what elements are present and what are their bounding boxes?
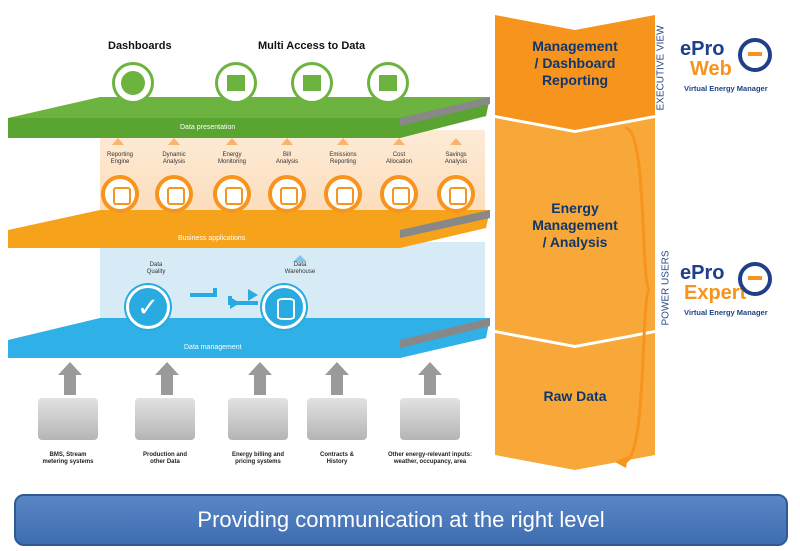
data-access-icon-2 (291, 62, 333, 104)
data-access-icon-1 (215, 62, 257, 104)
line-chart-icon (437, 175, 475, 213)
power-users-label: POWER USERS (660, 250, 672, 326)
source-illustration (135, 398, 195, 440)
bar-chart-icon (213, 175, 251, 213)
source-label: Contracts &History (319, 452, 354, 465)
executive-view-label: EXECUTIVE VIEW (655, 25, 667, 111)
source-label: Other energy-relevant inputs:weather, oc… (387, 452, 473, 465)
management-plane-label: Data management (184, 344, 242, 351)
footer-banner: Providing communication at the right lev… (14, 494, 788, 546)
source-illustration (400, 398, 460, 440)
epro-e-icon (738, 38, 772, 72)
pie-icon (380, 175, 418, 213)
dollar-icon (268, 175, 306, 213)
business-plane (8, 210, 490, 248)
presentation-plane-label: Data presentation (180, 124, 236, 131)
source-arrows (58, 362, 442, 395)
checkmark-icon: ✓ (126, 285, 170, 329)
dashboards-header: Dashboards (108, 40, 172, 52)
epro-e-icon (738, 262, 772, 296)
top-level-chevron (495, 15, 655, 130)
source-illustration (307, 398, 367, 440)
management-plane (8, 318, 490, 358)
tree-icon (324, 175, 362, 213)
data-access-icon-3 (367, 62, 409, 104)
bottom-level-label: Raw Data (543, 388, 607, 404)
source-illustration (228, 398, 288, 440)
bottom-level-chevron (495, 333, 655, 470)
source-illustration (38, 398, 98, 440)
multi-access-header: Multi Access to Data (258, 40, 366, 52)
area-chart-icon (155, 175, 193, 213)
document-icon (101, 175, 139, 213)
mid-level-chevron (495, 118, 655, 345)
globe-icon (112, 62, 154, 104)
business-plane-label: Business applications (178, 235, 246, 242)
database-icon (262, 285, 306, 329)
